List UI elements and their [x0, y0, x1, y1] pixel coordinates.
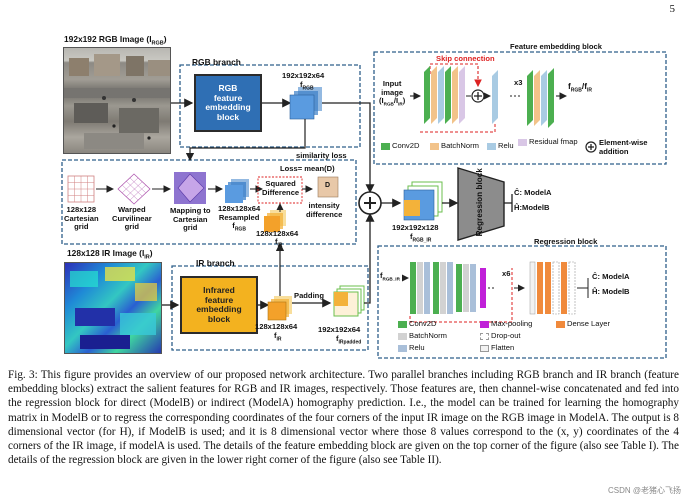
- fir-name-label: fIR: [274, 331, 282, 343]
- ir-image-label: 128x128 IR Image (IIR): [67, 248, 153, 261]
- concat-size-label: 192x192x128: [392, 223, 439, 232]
- rgb-branch-title: RGB branch: [192, 57, 241, 67]
- feature-legend-conv2d: Conv2D: [381, 141, 419, 151]
- feature-output-label: fRGB/fIR: [568, 81, 593, 94]
- fir-featuremap: [267, 296, 292, 321]
- fir-padded-featuremap: [333, 285, 365, 317]
- rgb-image-label: 192x192 RGB Image (IRGB): [64, 34, 167, 47]
- warped-grid-icon: [117, 173, 151, 205]
- cartesian-grid-icon: [67, 175, 95, 203]
- reg-legend-dropout: Drop-out: [480, 331, 521, 341]
- architecture-diagram: [61, 51, 667, 359]
- loss-formula: Loss= mean(D): [280, 164, 335, 173]
- resampled-frgb-featuremap: [225, 179, 249, 203]
- regression-output-a: Ĉ: ModelA: [514, 188, 552, 197]
- mapping-grid-icon: [174, 172, 206, 204]
- frgb-ir-featuremap: [403, 181, 443, 221]
- frgb-size-label: 192x192x64: [282, 71, 325, 80]
- feature-legend-residual: Residual fmap: [518, 137, 578, 147]
- padding-label: Padding: [294, 291, 324, 300]
- regression-layers: [410, 262, 486, 314]
- rgb-image: [63, 47, 171, 154]
- d-label: D: [325, 182, 331, 189]
- regression-block-output-b: Ĥ: ModelB: [592, 287, 630, 296]
- regression-input-label: fRGB_IR: [380, 271, 400, 282]
- reg-legend-maxpool: Max-pooling: [480, 319, 532, 329]
- regression-block-text: Regression block: [474, 168, 484, 237]
- regression-block-title: Regression block: [534, 237, 598, 246]
- similarity-loss-title: similarity loss: [296, 151, 347, 160]
- reg-legend-conv2d: Conv2D: [398, 319, 436, 329]
- reg-legend-flatten: Flatten: [480, 343, 514, 353]
- ir-branch-title: IR branch: [196, 258, 235, 268]
- skip-connection-label: Skip connection: [436, 54, 495, 63]
- watermark: CSDN @老猪心飞扬: [607, 486, 681, 495]
- feature-legend-batchnorm: BatchNorm: [430, 141, 479, 151]
- reg-legend-relu: Relu: [398, 343, 425, 353]
- regression-block-shape: [457, 167, 505, 241]
- ir-image: [64, 262, 162, 354]
- similarity-loss-frame: [61, 159, 357, 245]
- fir-size-label: 128x128x64: [255, 322, 298, 331]
- frgb-featuremap: [289, 87, 322, 120]
- similarity-fir-size-label: 128x128x64: [256, 229, 299, 238]
- similarity-fir-featuremap: [264, 210, 286, 232]
- feature-embedding-frame: [373, 51, 667, 165]
- regression-dense-layers: [529, 261, 576, 315]
- feature-output-layers: [527, 68, 554, 128]
- similarity-fir-name-label: fIR: [275, 237, 283, 249]
- regression-block-frame: [377, 245, 667, 359]
- figure-caption: Fig. 3: This figure provides an overview…: [8, 369, 679, 467]
- regression-block-output-a: Ĉ: ModelA: [592, 272, 630, 281]
- concat-name-label: fRGB_IR: [410, 232, 432, 244]
- ir-photo-texture: [70, 267, 157, 349]
- feature-repeat-label: x3: [514, 78, 523, 87]
- rgb-photo-texture: [64, 54, 170, 149]
- fir-padded-size-label: 192x192x64: [318, 325, 361, 334]
- page-number: 5: [669, 3, 676, 15]
- feature-legend-relu: Relu: [487, 141, 514, 151]
- reg-legend-batchnorm: BatchNorm: [398, 331, 447, 341]
- reg-legend-dense: Dense Layer: [556, 319, 610, 329]
- d-featuremap: [317, 176, 339, 198]
- regression-repeat-label: x6: [502, 269, 511, 278]
- rgb-branch-frame: [179, 64, 361, 148]
- regression-output-b: Ĥ:ModelB: [514, 203, 550, 212]
- feature-embedding-layers: [424, 66, 465, 124]
- feature-block-title: Feature embedding block: [510, 42, 602, 51]
- frgb-name-label: fRGB: [300, 80, 314, 92]
- fir-padded-name-label: fIRpadded: [336, 334, 362, 346]
- element-wise-addition-icon: [585, 141, 597, 153]
